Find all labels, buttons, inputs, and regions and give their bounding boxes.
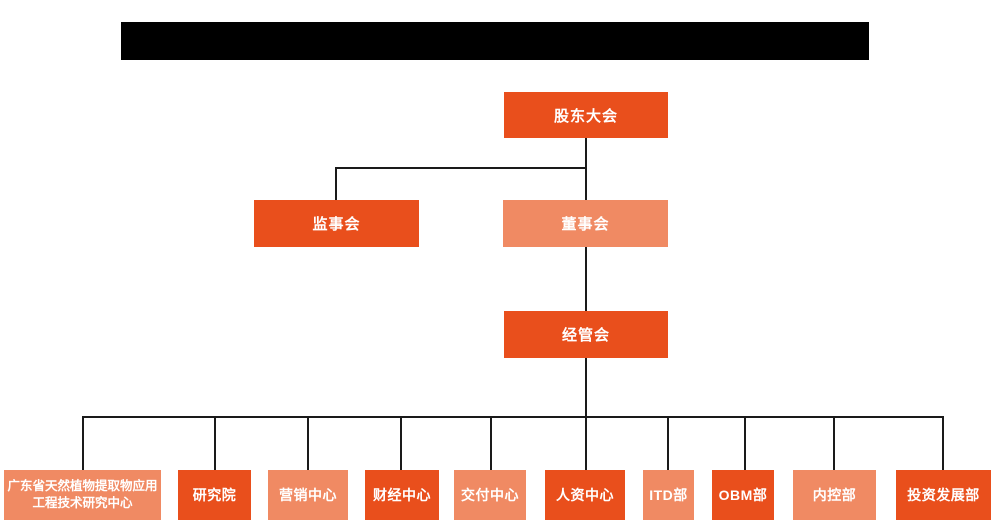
connector-supervisory-drop bbox=[335, 167, 337, 200]
connector-shareholders-down bbox=[585, 138, 587, 200]
org-node-shareholders-meeting: 股东大会 bbox=[504, 92, 668, 138]
connector-management-to-rail bbox=[585, 358, 587, 417]
org-node-research-center: 广东省天然植物提取物应用工程技术研究中心 bbox=[4, 470, 161, 520]
org-node-finance-center: 财经中心 bbox=[365, 470, 439, 520]
org-node-research-institute: 研究院 bbox=[178, 470, 251, 520]
org-node-board-of-directors: 董事会 bbox=[503, 200, 668, 247]
connector-drop-dept7 bbox=[667, 416, 669, 470]
org-node-itd-department: ITD部 bbox=[643, 470, 694, 520]
org-node-supervisory-board: 监事会 bbox=[254, 200, 419, 247]
connector-drop-dept6 bbox=[585, 416, 587, 470]
connector-branch-horizontal bbox=[335, 167, 587, 169]
org-node-marketing-center: 营销中心 bbox=[268, 470, 348, 520]
connector-department-rail bbox=[82, 416, 944, 418]
connector-drop-dept5 bbox=[490, 416, 492, 470]
connector-drop-dept8 bbox=[744, 416, 746, 470]
connector-drop-dept9 bbox=[833, 416, 835, 470]
org-node-hr-center: 人资中心 bbox=[545, 470, 625, 520]
connector-drop-dept3 bbox=[307, 416, 309, 470]
redacted-title-bar bbox=[121, 22, 869, 60]
connector-drop-dept2 bbox=[214, 416, 216, 470]
org-node-investment-development: 投资发展部 bbox=[896, 470, 991, 520]
connector-board-to-management bbox=[585, 247, 587, 311]
connector-drop-dept4 bbox=[400, 416, 402, 470]
org-node-obm-department: OBM部 bbox=[712, 470, 774, 520]
org-node-internal-control: 内控部 bbox=[793, 470, 876, 520]
connector-drop-dept10 bbox=[942, 416, 944, 470]
org-node-management-committee: 经管会 bbox=[504, 311, 668, 358]
connector-drop-dept1 bbox=[82, 416, 84, 470]
org-node-delivery-center: 交付中心 bbox=[454, 470, 526, 520]
